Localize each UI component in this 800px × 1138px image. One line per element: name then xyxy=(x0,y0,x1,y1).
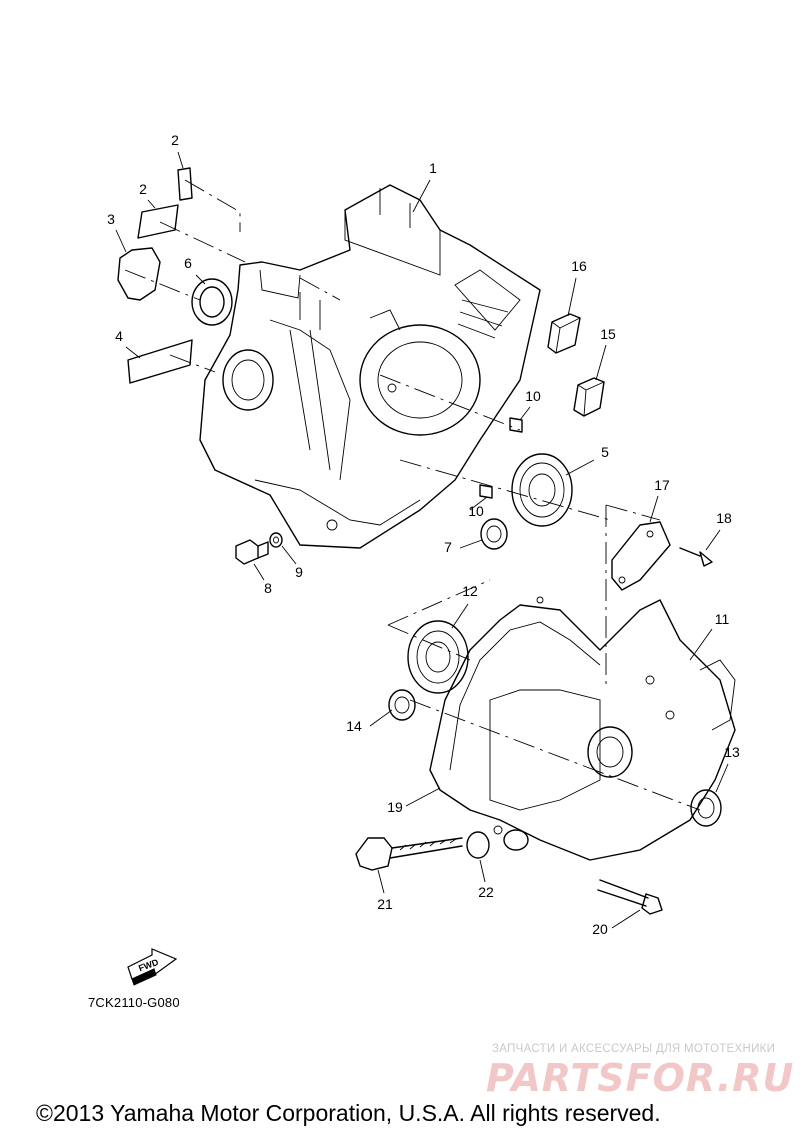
part-21-dipstick xyxy=(355,837,463,871)
callout-10: 10 xyxy=(468,503,484,519)
callout-1: 1 xyxy=(429,160,437,176)
callout-3: 3 xyxy=(107,211,115,227)
leader-lines xyxy=(115,151,729,929)
fwd-arrow-icon: FWD xyxy=(127,948,178,986)
callout-21: 21 xyxy=(377,896,393,912)
callout-18: 18 xyxy=(716,510,732,526)
part-4-label xyxy=(127,339,193,384)
callout-11: 11 xyxy=(715,611,730,627)
part-8-bolt xyxy=(235,539,269,565)
part-16-block xyxy=(547,313,581,354)
callout-8: 8 xyxy=(264,580,272,596)
part-9-washer xyxy=(269,532,283,548)
part-12-bearing xyxy=(407,620,469,694)
copyright-notice: ©2013 Yamaha Motor Corporation, U.S.A. A… xyxy=(36,1100,661,1126)
part-1-crankcase xyxy=(199,184,541,549)
part-6-oil-seal xyxy=(191,278,233,326)
diagram-code: 7CK2110-G080 xyxy=(88,995,180,1010)
part-11-crankcase-cover xyxy=(429,596,736,861)
part-2-plate-upper xyxy=(177,167,193,201)
part-5-bearing xyxy=(511,453,573,527)
callout-7: 7 xyxy=(444,539,452,555)
callout-20: 20 xyxy=(592,921,608,937)
part-17-plate xyxy=(611,521,671,591)
watermark-tagline: ЗАПЧАСТИ И АКСЕССУАРЫ ДЛЯ МОТОТЕХНИКИ xyxy=(492,1043,776,1055)
part-3-cover xyxy=(117,247,161,301)
callout-12: 12 xyxy=(462,583,478,599)
callout-5: 5 xyxy=(601,444,609,460)
callout-22: 22 xyxy=(478,884,494,900)
center-lines xyxy=(124,179,701,811)
part-2-plate-lower xyxy=(137,204,179,239)
part-18-screw xyxy=(679,547,713,567)
part-20-bolt xyxy=(597,879,663,915)
callout-2: 2 xyxy=(171,132,179,148)
callout-19: 19 xyxy=(387,799,403,815)
part-10-dowel-lower xyxy=(479,484,493,499)
callout-2: 2 xyxy=(139,181,147,197)
callout-17: 17 xyxy=(654,477,670,493)
callout-13: 13 xyxy=(724,744,740,760)
part-22-o-ring xyxy=(466,831,490,859)
part-15-block xyxy=(573,377,605,417)
callout-10: 10 xyxy=(525,388,541,404)
callout-14: 14 xyxy=(346,718,362,734)
part-14-oil-seal xyxy=(388,689,416,721)
callout-6: 6 xyxy=(184,255,192,271)
part-7-oil-seal xyxy=(480,518,508,550)
part-13-oil-seal xyxy=(690,789,722,827)
part-10-dowel-upper xyxy=(509,417,523,433)
callout-9: 9 xyxy=(295,564,303,580)
callout-16: 16 xyxy=(571,258,587,274)
callout-4: 4 xyxy=(115,328,123,344)
watermark-logo: PARTSFOR.RU xyxy=(486,1056,795,1100)
callout-15: 15 xyxy=(600,326,616,342)
